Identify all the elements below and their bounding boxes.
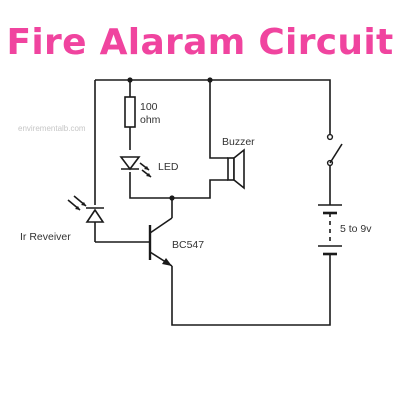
ir-receiver-label: Ir Reveiver (20, 231, 71, 243)
led-label: LED (158, 161, 179, 173)
junction-dots (127, 77, 213, 201)
watermark: envirementalb.com (18, 124, 86, 133)
circuit-wires (94, 79, 331, 326)
page-title: Fire Alaram Circuit (6, 22, 394, 63)
battery-icon (318, 204, 342, 263)
buzzer-icon (227, 148, 245, 190)
buzzer-label: Buzzer (222, 136, 255, 148)
resistor-unit-label: ohm (140, 114, 161, 126)
led-icon (119, 156, 152, 178)
supply-label: 5 to 9v (340, 223, 372, 235)
resistor-icon (124, 96, 136, 128)
resistor-value-label: 100 (140, 101, 158, 113)
npn-transistor-icon (148, 217, 173, 267)
ir-receiver-icon (67, 195, 105, 223)
transistor-label: BC547 (172, 239, 204, 251)
switch-icon (326, 133, 343, 167)
